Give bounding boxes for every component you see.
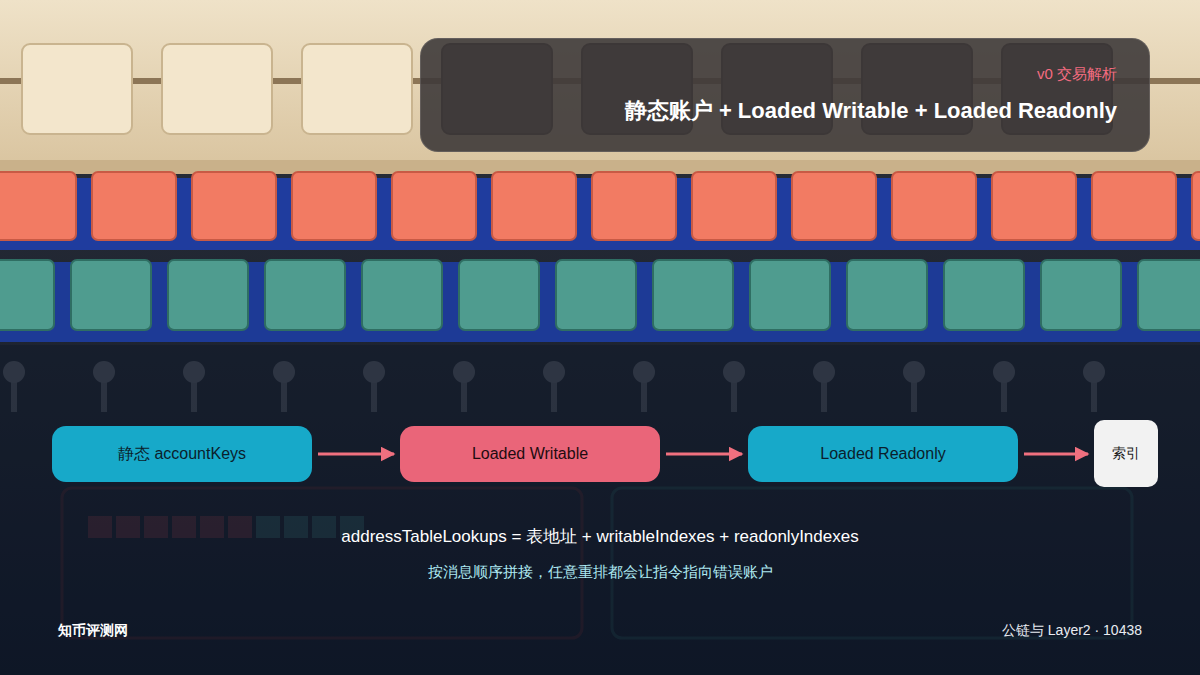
node-label: 静态 accountKeys bbox=[118, 444, 246, 465]
title-panel: v0 交易解析静态账户 + Loaded Writable + Loaded R… bbox=[420, 38, 1150, 152]
key-cap bbox=[750, 260, 830, 330]
process-box: Loaded Readonly bbox=[748, 426, 1018, 482]
node-label: Loaded Readonly bbox=[820, 445, 945, 463]
order-note: 按消息顺序拼接，任意重排都会让指令指向错误账户 bbox=[428, 563, 773, 582]
index-box: 索引 bbox=[1094, 420, 1158, 487]
key-cap bbox=[302, 44, 412, 134]
panel-kicker: v0 交易解析 bbox=[1037, 65, 1117, 84]
flow-arrow bbox=[318, 453, 394, 456]
key-cap bbox=[692, 172, 776, 240]
key-cap bbox=[1041, 260, 1121, 330]
source-tag: 公链与 Layer2 · 10438 bbox=[1002, 622, 1142, 640]
key-cap bbox=[944, 260, 1024, 330]
key-cap bbox=[168, 260, 248, 330]
key-cap bbox=[459, 260, 539, 330]
formula-note: addressTableLookups = 表地址 + writableInde… bbox=[341, 525, 858, 548]
key-cap bbox=[1192, 172, 1200, 240]
watermark: 知币评测网 bbox=[58, 622, 128, 640]
key-cap bbox=[653, 260, 733, 330]
key-cap bbox=[847, 260, 927, 330]
key-cap bbox=[362, 260, 442, 330]
key-cap bbox=[192, 172, 276, 240]
key-cap bbox=[556, 260, 636, 330]
key-cap bbox=[492, 172, 576, 240]
node-label: 索引 bbox=[1112, 445, 1140, 463]
key-cap bbox=[592, 172, 676, 240]
key-cap bbox=[265, 260, 345, 330]
key-cap bbox=[792, 172, 876, 240]
flow-arrow bbox=[1024, 453, 1088, 456]
key-cap bbox=[71, 260, 151, 330]
key-cap bbox=[1138, 260, 1200, 330]
key-cap bbox=[892, 172, 976, 240]
key-cap bbox=[92, 172, 176, 240]
key-cap bbox=[22, 44, 132, 134]
node-label: Loaded Writable bbox=[472, 445, 588, 463]
process-box: Loaded Writable bbox=[400, 426, 660, 482]
key-cap bbox=[292, 172, 376, 240]
key-cap bbox=[1092, 172, 1176, 240]
key-cap bbox=[0, 172, 76, 240]
key-cap bbox=[162, 44, 272, 134]
key-cap bbox=[992, 172, 1076, 240]
flow-arrow bbox=[666, 453, 742, 456]
process-box: 静态 accountKeys bbox=[52, 426, 312, 482]
key-cap bbox=[392, 172, 476, 240]
node-label: 静态账户 + Loaded Writable + Loaded Readonly bbox=[625, 96, 1117, 126]
key-cap bbox=[0, 260, 54, 330]
